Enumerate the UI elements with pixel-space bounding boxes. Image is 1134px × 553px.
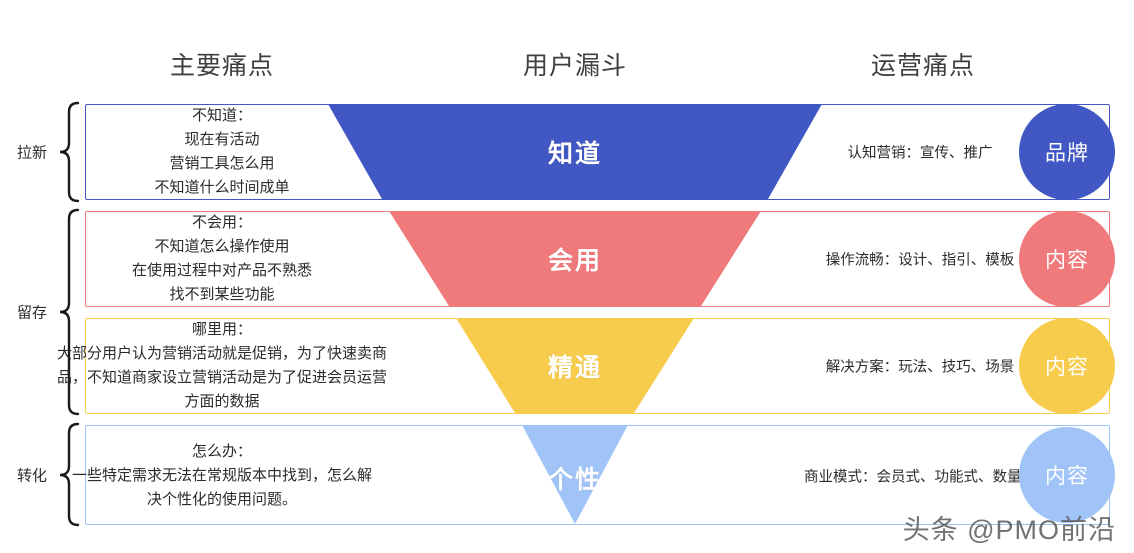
column-header-user-funnel: 用户漏斗 [522,52,628,80]
ops-pain-point-text: 认知营销：宣传、推广 [847,145,993,162]
column-header-pain-points: 主要痛点 [169,52,275,80]
ops-pain-point-text: 操作流畅：设计、指引、模板 [825,252,1015,269]
watermark: 头条 @PMO前沿 [902,515,1116,545]
stage-badge-circle[interactable]: 品牌 [1019,104,1115,200]
stage-badge-circle[interactable]: 内容 [1019,318,1115,414]
pain-point-text: 不知道： 现在有活动 营销工具怎么用 不知道什么时间成单 [154,107,290,196]
ops-pain-point-text: 解决方案：玩法、技巧、场景 [825,359,1015,376]
group-label-retention: 留存 [16,304,48,322]
column-header-ops-pain-points: 运营痛点 [870,52,976,80]
funnel-stage-label: 知道 [547,140,603,168]
pain-point-text: 不会用： 不知道怎么操作使用 在使用过程中对产品不熟悉 找不到某些功能 [131,214,313,303]
funnel-stage-label: 个性 [547,466,603,494]
group-label-acquisition: 拉新 [16,144,48,162]
pain-point-text: 怎么办： 一些特定需求无法在常规版本中找到，怎么解决个性化的使用问题。 [72,443,373,508]
brace-1 [59,101,80,203]
stage-badge-circle[interactable]: 内容 [1019,211,1115,307]
stage-badge-circle[interactable]: 内容 [1019,427,1115,523]
funnel-stage-label: 会用 [547,247,603,275]
ops-pain-point-text: 商业模式：会员式、功能式、数量式 [804,469,1036,486]
funnel-stage-label: 精通 [547,354,603,382]
group-label-conversion: 转化 [16,467,48,485]
pain-point-text: 哪里用： 大部分用户认为营销活动就是促销，为了快速卖商品，不知道商家设立营销活动… [56,321,387,410]
